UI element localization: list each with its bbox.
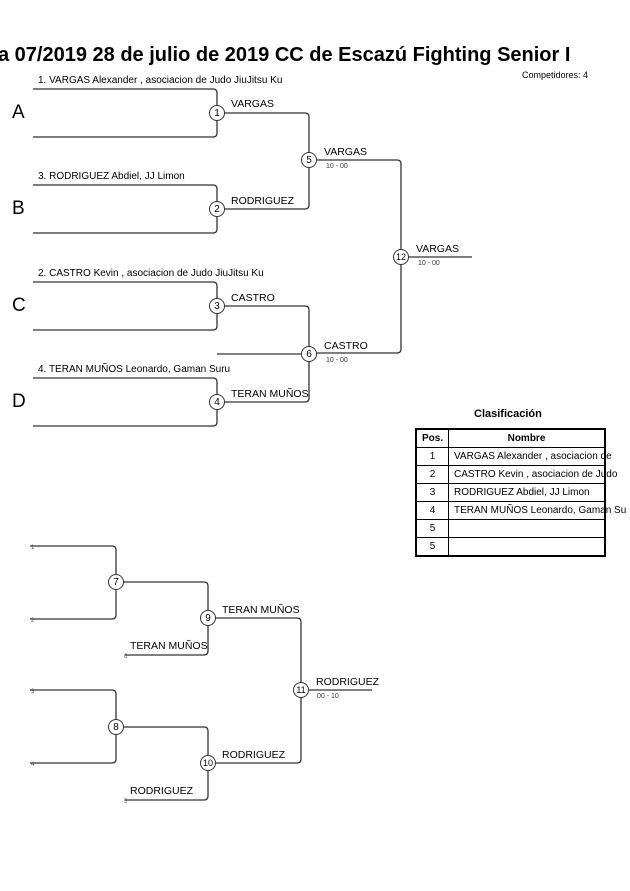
header-pos: Pos. (415, 428, 449, 448)
rep-entry-9: TERAN MUÑOS (130, 640, 208, 652)
row-pos: 2 (415, 465, 449, 484)
match-11-badge: 11 (293, 682, 309, 698)
rep-11-lines (208, 617, 302, 764)
match-2-badge: 2 (209, 201, 225, 217)
final-lines (309, 159, 402, 354)
score-match-11: 00 - 10 (317, 693, 339, 700)
competitor-d: 4. TERAN MUÑOS Leonardo, Gaman Suru (38, 364, 231, 375)
pool-b-lines (33, 184, 218, 234)
competitor-c: 2. CASTRO Kevin , asociacion de Judo Jiu… (38, 268, 264, 279)
row-pos: 1 (415, 447, 449, 466)
winner-match-2: RODRIGUEZ (231, 195, 294, 207)
winner-match-10: RODRIGUEZ (222, 749, 285, 761)
pool-c-lines (33, 281, 218, 331)
rep-7-lines (30, 545, 117, 620)
winner-match-9: TERAN MUÑOS (222, 604, 300, 616)
competitor-b: 3. RODRIGUEZ Abdiel, JJ Limon (38, 171, 185, 182)
rep-slot: 6 (124, 654, 128, 660)
row-pos: 5 (415, 519, 449, 538)
row-name (448, 537, 606, 557)
match-12-badge: 12 (393, 249, 409, 265)
classification-title: Clasificación (474, 408, 542, 420)
rep-slot: 2 (31, 618, 35, 624)
competitors-count: Competidores: 4 (522, 70, 589, 80)
rep-8-lines (30, 689, 117, 764)
pool-letter-b: B (12, 198, 25, 219)
row-name: RODRIGUEZ Abdiel, JJ Limon (448, 483, 606, 502)
table-row: 5 (415, 519, 606, 538)
score-match-12: 10 - 00 (418, 260, 440, 267)
pool-letter-c: C (12, 295, 26, 316)
table-row: 5 (415, 537, 606, 557)
match-6-badge: 6 (301, 346, 317, 362)
pool-d-lines (33, 377, 218, 427)
match-10-badge: 10 (200, 755, 216, 771)
match-1-badge: 1 (209, 105, 225, 121)
winner-match-6: CASTRO (324, 340, 368, 352)
row-pos: 4 (415, 501, 449, 520)
rep-slot: 4 (31, 762, 35, 768)
pool-letter-a: A (12, 102, 25, 123)
match-9-badge: 9 (200, 610, 216, 626)
winner-match-4: TERAN MUÑOS (231, 388, 309, 400)
match-8-badge: 8 (108, 719, 124, 735)
winner-match-5: VARGAS (324, 146, 367, 158)
row-pos: 3 (415, 483, 449, 502)
row-name (448, 519, 606, 538)
rep-slot: 5 (124, 799, 128, 805)
winner-match-11: RODRIGUEZ (316, 676, 379, 688)
pool-a-lines (33, 88, 218, 138)
score-match-5: 10 - 00 (326, 163, 348, 170)
page-title: a 07/2019 28 de julio de 2019 CC de Esca… (0, 44, 571, 66)
score-match-6: 10 - 00 (326, 357, 348, 364)
header-name: Nombre (448, 428, 606, 448)
winner-match-12: VARGAS (416, 243, 459, 255)
pool-letter-d: D (12, 391, 26, 412)
match-3-badge: 3 (209, 298, 225, 314)
winner-match-3: CASTRO (231, 292, 275, 304)
rep-slot: 3 (31, 689, 35, 695)
row-pos: 5 (415, 537, 449, 557)
rep-slot: 1 (31, 545, 35, 551)
match-7-badge: 7 (108, 574, 124, 590)
match-4-badge: 4 (209, 394, 225, 410)
row-name: VARGAS Alexander , asociacion de (448, 447, 612, 466)
match-5-badge: 5 (301, 152, 317, 168)
row-name: TERAN MUÑOS Leonardo, Gaman Su (448, 501, 626, 520)
competitor-a: 1. VARGAS Alexander , asociacion de Judo… (38, 75, 283, 86)
winner-match-1: VARGAS (231, 98, 274, 110)
row-name: CASTRO Kevin , asociacion de Judo (448, 465, 617, 484)
rep-entry-10: RODRIGUEZ (130, 785, 193, 797)
